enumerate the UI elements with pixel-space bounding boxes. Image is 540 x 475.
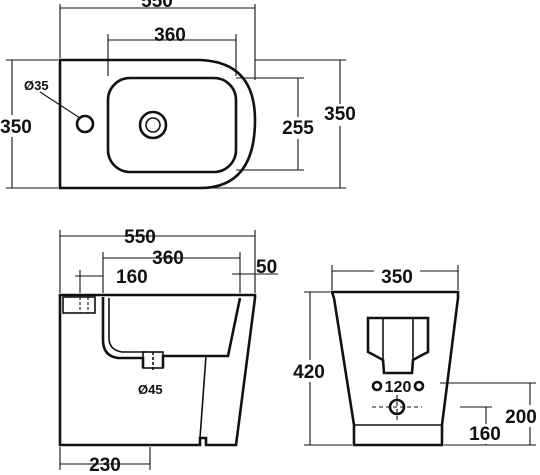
side-view: 550 360 160 50 Ø45 230 <box>58 227 278 475</box>
top-width-label: 550 <box>141 0 173 12</box>
label-bg <box>374 264 420 282</box>
side-base-label: 230 <box>89 455 121 475</box>
front-width-label: 350 <box>381 267 413 288</box>
label-bg <box>466 424 504 444</box>
front-view-outline <box>330 290 460 447</box>
label-bg <box>0 115 34 137</box>
side-basin-width-label: 360 <box>152 248 184 269</box>
top-view: 550 360 Ø35 350 255 350 <box>0 0 360 190</box>
side-view-bowl-inner <box>108 298 146 353</box>
top-view-basin <box>106 76 238 174</box>
front-spacing-label: 120 <box>385 379 412 396</box>
tap-hole-leader <box>39 91 81 119</box>
front-drain-height-label: 200 <box>505 407 537 428</box>
side-view-wall <box>199 355 207 439</box>
top-basin-width-label: 360 <box>154 25 186 46</box>
top-hole-label: Ø35 <box>24 78 49 93</box>
label-bg <box>288 360 330 382</box>
top-view-drain-inner <box>145 117 161 133</box>
side-offset-label: 160 <box>116 267 148 288</box>
label-bg <box>279 117 319 139</box>
label-bg <box>320 104 360 126</box>
front-view-cavity <box>366 316 430 375</box>
top-view-tap-hole <box>75 114 95 134</box>
side-rim-label: 50 <box>256 257 277 278</box>
front-drain-offset-label: 160 <box>469 424 501 445</box>
top-view-outline <box>58 58 257 190</box>
side-drain-label: Ø45 <box>138 382 163 397</box>
side-view-bowl <box>101 297 242 368</box>
front-height-label: 420 <box>293 362 325 383</box>
front-view-right-hole <box>413 380 425 392</box>
top-height-left-label: 350 <box>0 117 32 138</box>
label-bg <box>504 405 540 427</box>
top-basin-height-label: 255 <box>282 118 314 139</box>
top-view-drain-outer <box>138 110 168 140</box>
top-height-right-label: 350 <box>324 104 356 125</box>
front-view-left-hole <box>371 380 383 392</box>
front-view: 350 420 120 200 160 <box>288 264 540 447</box>
side-view-outline <box>58 293 257 447</box>
side-view-tap-block <box>62 296 96 314</box>
side-width-label: 550 <box>124 227 156 248</box>
